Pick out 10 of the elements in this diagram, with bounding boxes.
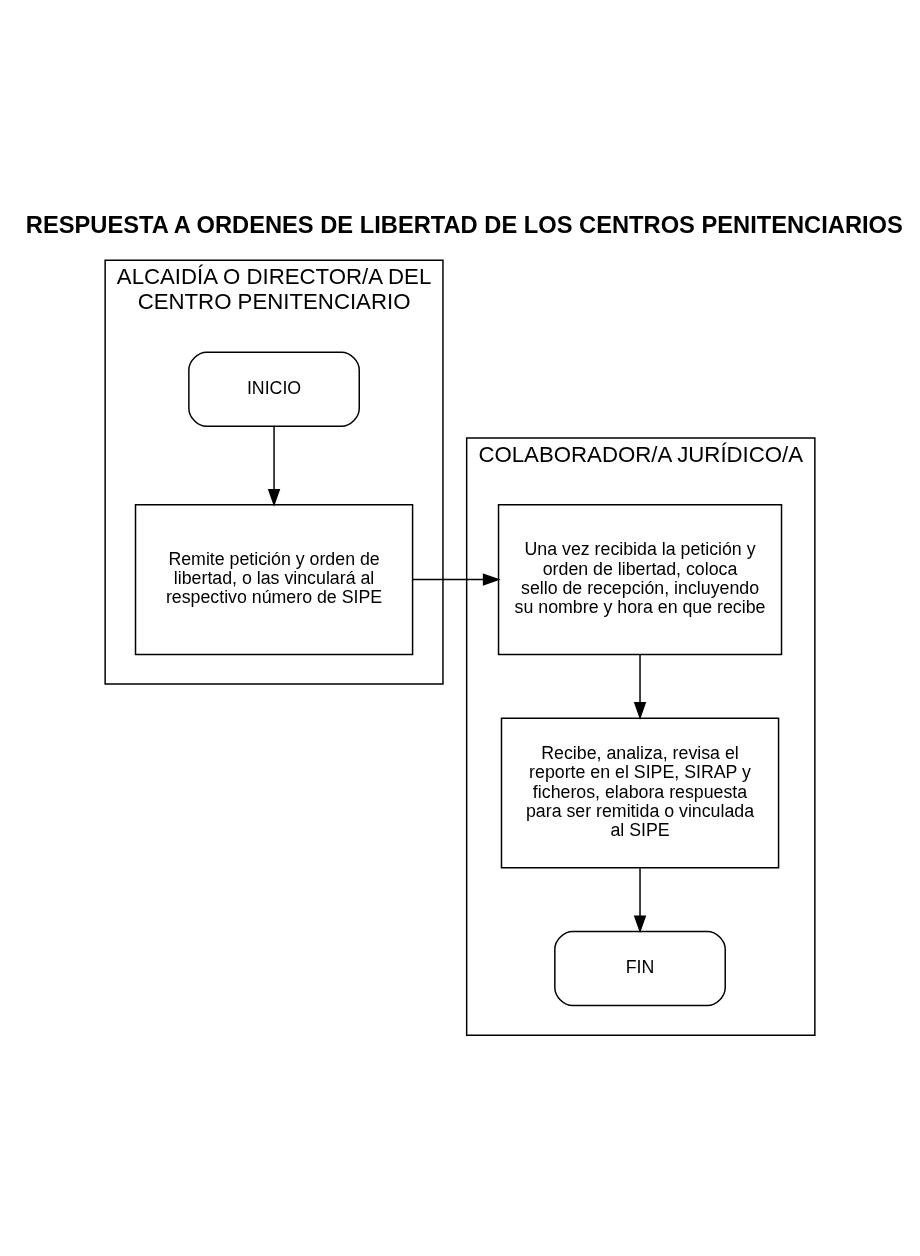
- node-box: Una vez recibida la petición y orden de libertad, coloca sello de recepción, incluyendo su nombre y hora en que recibe: [497, 503, 783, 655]
- node-box: FIN: [554, 930, 726, 1006]
- arrow: [633, 653, 647, 720]
- arrow: [412, 572, 501, 586]
- diagram-title: RESPUESTA A ORDENES DE LIBERTAD DE LOS CENTROS PENITENCIARIOS: [25, 211, 903, 238]
- node-box: Remite petición y orden de libertad, o las vinculará al respectivo número de SIPE: [134, 503, 414, 655]
- node-box: INICIO: [188, 350, 360, 427]
- node-box: Recibe, analiza, revisa el reporte en el SIPE, SIRAP y ficheros, elabora respuesta para ser remitida o vinculada al SIPE: [500, 716, 780, 869]
- arrow: [633, 866, 647, 933]
- arrow: [267, 425, 281, 507]
